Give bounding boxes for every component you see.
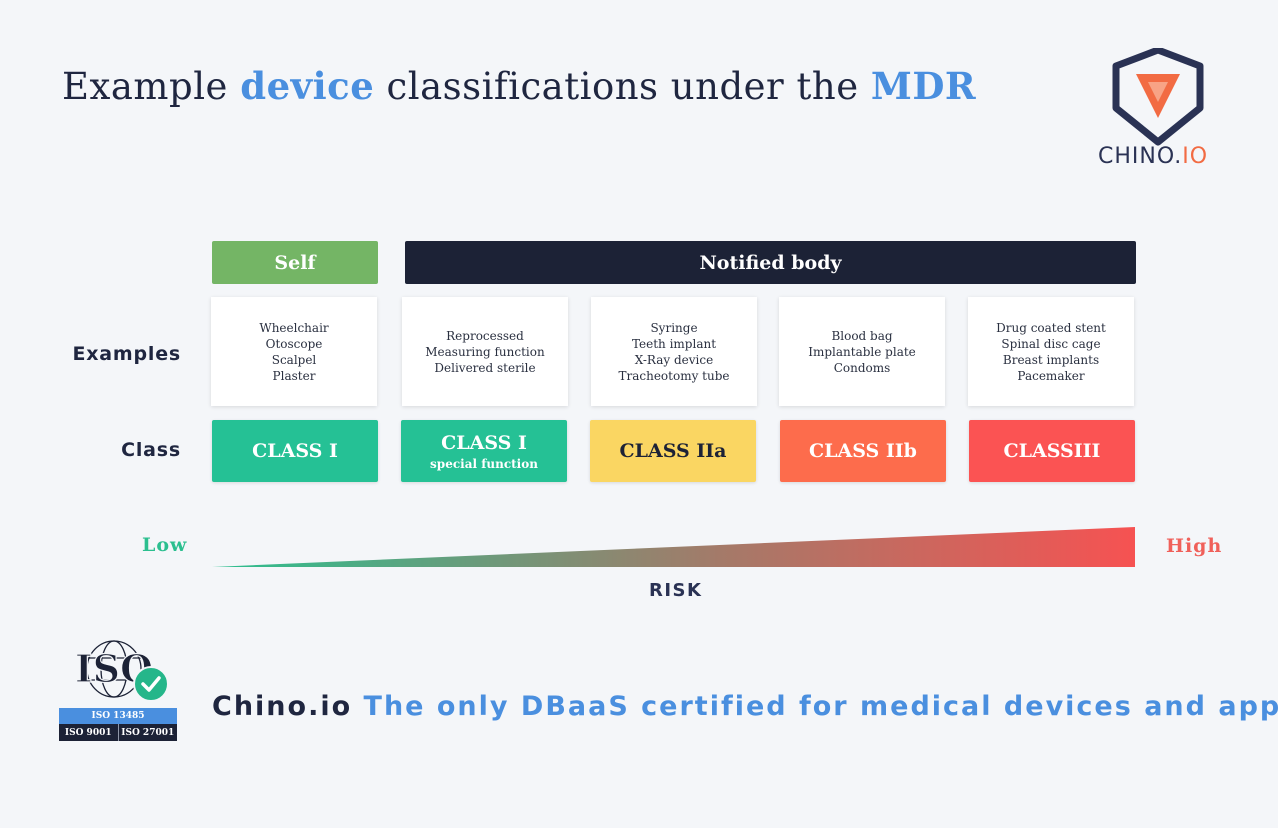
example-item: Blood bag <box>831 328 893 343</box>
example-item: X-Ray device <box>634 352 714 367</box>
title-text: Example <box>62 65 241 108</box>
class-label: CLASS I <box>441 431 527 454</box>
example-item: Delivered sterile <box>434 360 536 375</box>
self-assessment-header: Self <box>212 241 378 284</box>
logo-wordmark: CHINO.IO <box>1098 144 1208 169</box>
title-highlight-device: device <box>240 64 375 108</box>
class-label: CLASS IIa <box>619 440 727 462</box>
iso-13485-label: ISO 13485 <box>59 708 177 724</box>
class-i-box: CLASS I <box>212 420 378 482</box>
tagline: Chino.io The only DBaaS certified for me… <box>212 691 1278 722</box>
logo-suffix: IO <box>1182 144 1209 169</box>
example-item: Wheelchair <box>259 320 329 335</box>
logo-name: CHINO. <box>1098 144 1183 169</box>
class-label: CLASS I <box>252 440 338 462</box>
checkmark-icon <box>133 666 169 702</box>
class-label: CLASS IIb <box>809 440 917 462</box>
examples-card-class-i-special: Reprocessed Measuring function Delivered… <box>402 297 568 406</box>
notified-body-label: Notified body <box>699 251 842 274</box>
iso-27001-label: ISO 27001 <box>118 724 177 741</box>
class-iia-box: CLASS IIa <box>590 420 756 482</box>
examples-card-class-iib: Blood bag Implantable plate Condoms <box>779 297 945 406</box>
example-item: Drug coated stent <box>996 320 1106 335</box>
risk-gradient-wedge <box>212 527 1135 567</box>
class-label: CLASSIII <box>1003 440 1101 462</box>
page-title: Example device classifications under the… <box>62 64 976 108</box>
example-item: Scalpel <box>271 352 317 367</box>
example-item: Spinal disc cage <box>1001 336 1101 351</box>
example-item: Measuring function <box>425 344 545 359</box>
example-item: Pacemaker <box>1017 368 1085 383</box>
example-item: Implantable plate <box>808 344 916 359</box>
title-highlight-mdr: MDR <box>870 64 977 108</box>
class-row-label: Class <box>121 439 181 461</box>
tagline-brand: Chino.io <box>212 691 353 722</box>
notified-body-header: Notified body <box>405 241 1136 284</box>
class-iii-box: CLASSIII <box>969 420 1135 482</box>
example-item: Breast implants <box>1002 352 1100 367</box>
tagline-claim: The only DBaaS certified for medical dev… <box>352 691 1278 722</box>
iso-9001-label: ISO 9001 <box>59 724 119 741</box>
class-iib-box: CLASS IIb <box>780 420 946 482</box>
example-item: Reprocessed <box>446 328 524 343</box>
examples-card-class-iia: Syringe Teeth implant X-Ray device Trach… <box>591 297 757 406</box>
self-label: Self <box>274 251 316 274</box>
risk-low-label: Low <box>142 534 188 556</box>
chino-shield-logo <box>1112 48 1204 146</box>
iso-certification-badge: ISO <box>74 640 169 702</box>
class-sublabel: special function <box>430 456 538 471</box>
example-item: Condoms <box>833 360 891 375</box>
examples-card-class-i: Wheelchair Otoscope Scalpel Plaster <box>211 297 377 406</box>
examples-card-class-iii: Drug coated stent Spinal disc cage Breas… <box>968 297 1134 406</box>
title-text: classifications under the <box>374 65 871 108</box>
risk-high-label: High <box>1166 535 1223 557</box>
example-item: Otoscope <box>265 336 323 351</box>
examples-row-label: Examples <box>72 343 181 365</box>
class-i-special-box: CLASS I special function <box>401 420 567 482</box>
risk-axis-label: RISK <box>649 580 703 601</box>
example-item: Tracheotomy tube <box>618 368 730 383</box>
example-item: Syringe <box>650 320 698 335</box>
iso-secondary-labels: ISO 9001 ISO 27001 <box>59 724 177 741</box>
example-item: Teeth implant <box>631 336 717 351</box>
example-item: Plaster <box>272 368 316 383</box>
